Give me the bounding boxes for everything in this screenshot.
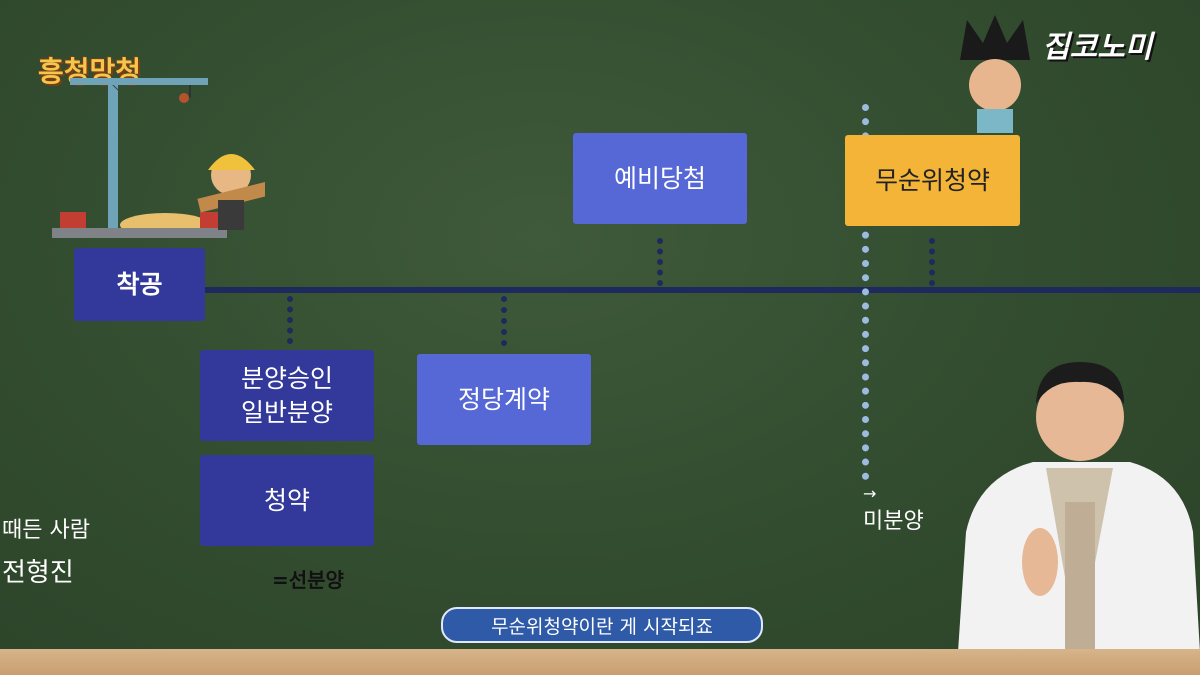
host-avatar-illustration: [960, 15, 1030, 133]
box-pre-winner: 예비당첨: [573, 133, 747, 224]
box-subscription: 청약: [200, 455, 374, 546]
unsold-label: 미분양: [863, 509, 924, 534]
pre-sale-note: =선분양: [272, 568, 344, 592]
box-sale-approval: 분양승인 일반분양: [200, 350, 374, 441]
timeline-axis: [200, 287, 1200, 293]
subtitle-caption: 무순위청약이란 게 시작되죠: [441, 607, 763, 643]
connector: [657, 238, 669, 286]
construction-illustration: [52, 78, 265, 238]
handwritten-note: 때든 사람: [2, 518, 90, 543]
timeline-start-box: 착공: [74, 248, 205, 321]
handwritten-signature: 전형진: [2, 558, 74, 588]
box-unranked-subscription: 무순위청약: [845, 135, 1020, 226]
presenter-figure: [958, 362, 1200, 652]
connector: [287, 296, 299, 344]
connector: [929, 238, 941, 286]
unsold-marker-line: [862, 104, 869, 480]
arrow-icon: →: [863, 484, 877, 503]
connector: [501, 296, 513, 346]
floor: [0, 649, 1200, 675]
channel-logo: 집코노미: [1042, 30, 1153, 65]
box-contract: 정당계약: [417, 354, 591, 445]
